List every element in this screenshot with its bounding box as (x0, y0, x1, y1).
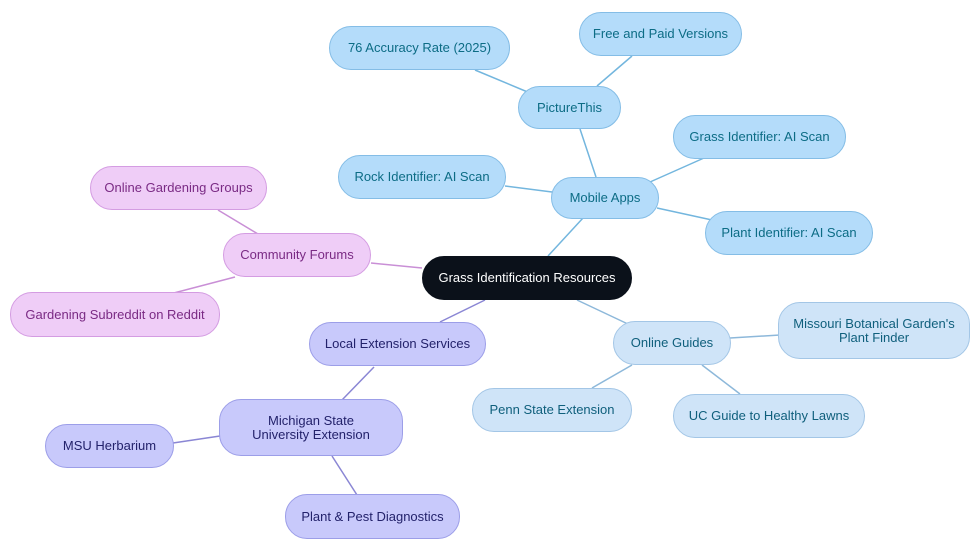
root-node: Grass Identification Resources (422, 256, 632, 300)
node-rock-identifier: Rock Identifier: AI Scan (338, 155, 506, 199)
edge-guides-penn (591, 364, 633, 389)
edge-forums-reddit (169, 276, 236, 295)
node-penn-state-extension: Penn State Extension (472, 388, 632, 432)
node-msu-extension: Michigan State University Extension (219, 399, 403, 456)
edge-extension-msu (341, 366, 375, 401)
edge-apps-plant (656, 207, 713, 221)
node-grass-identifier: Grass Identifier: AI Scan (673, 115, 846, 159)
node-accuracy-rate: 76 Accuracy Rate (2025) (329, 26, 510, 70)
edge-forums-groups (217, 209, 259, 235)
node-uc-guide: UC Guide to Healthy Lawns (673, 394, 865, 438)
node-missouri-plant-finder: Missouri Botanical Garden's Plant Finder (778, 302, 970, 359)
edge-root-apps (547, 217, 584, 257)
node-online-guides: Online Guides (613, 321, 731, 365)
node-mobile-apps: Mobile Apps (551, 177, 659, 219)
node-community-forums: Community Forums (223, 233, 371, 277)
edge-root-forums (370, 262, 423, 269)
node-gardening-subreddit: Gardening Subreddit on Reddit (10, 292, 220, 337)
edge-guides-missouri (729, 334, 781, 339)
edge-apps-grass (649, 157, 705, 183)
edge-picturethis-versions (596, 55, 633, 87)
edge-msu-diagnostics (331, 455, 358, 496)
edge-apps-rock (504, 185, 553, 193)
edge-picturethis-accuracy (474, 69, 531, 94)
node-free-paid-versions: Free and Paid Versions (579, 12, 742, 56)
edge-msu-herbarium (172, 435, 221, 444)
node-local-extension: Local Extension Services (309, 322, 486, 366)
edge-root-guides (576, 299, 631, 326)
edge-guides-uc (701, 364, 741, 395)
node-msu-herbarium: MSU Herbarium (45, 424, 174, 468)
edge-root-extension (439, 299, 486, 323)
node-picturethis: PictureThis (518, 86, 621, 129)
node-plant-pest-diagnostics: Plant & Pest Diagnostics (285, 494, 460, 539)
node-online-gardening-groups: Online Gardening Groups (90, 166, 267, 210)
node-plant-identifier: Plant Identifier: AI Scan (705, 211, 873, 255)
edge-apps-picturethis (579, 128, 597, 178)
